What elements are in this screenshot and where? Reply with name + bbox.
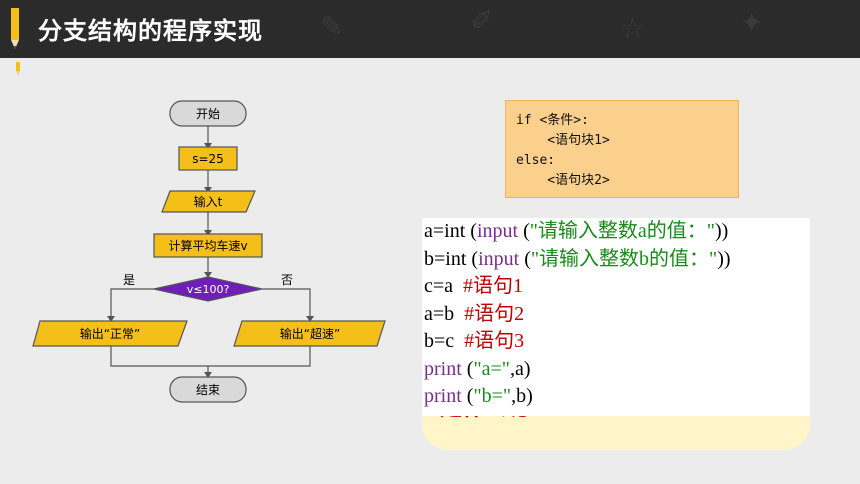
code-block: a=int (input ("请输入整数a的值：")) b=int (input… (422, 218, 810, 416)
code-line: a=int (input ("请输入整数a的值：")) (424, 220, 729, 242)
input-node (161, 190, 256, 213)
start-label: 开始 (196, 107, 220, 121)
syntax-line: <语句块1> (516, 133, 610, 148)
code-line: b=int (input ("请输入整数b的值：")) (424, 247, 731, 270)
small-pencil-icon (16, 62, 20, 76)
start-node (169, 100, 247, 127)
doodle-decoration: ✎ (320, 10, 344, 43)
end-node (169, 376, 247, 403)
output-normal-label: 输出“正常” (80, 326, 140, 341)
syntax-line: else: (516, 153, 556, 168)
calc-label: 计算平均车速v (168, 238, 247, 253)
doodle-decoration: ✐ (470, 4, 494, 37)
no-label: 否 (281, 273, 293, 287)
decision-label: v≤100? (187, 283, 230, 296)
code-line: b=c #语句3 (424, 330, 525, 352)
code-line: print ("a=",a) (424, 357, 531, 380)
syntax-box: if <条件>: <语句块1> else: <语句块2> (505, 100, 739, 198)
flowchart: 开始 s=25 输入t 计算平均车速v v≤100? 是 否 输出“正常” 输出… (32, 100, 386, 403)
output-speed-label: 输出“超速” (280, 326, 340, 341)
code-line: print ("b=",b) (424, 385, 533, 407)
syntax-line: if <条件>: (516, 113, 589, 128)
doodle-decoration: ✦ (740, 6, 764, 39)
assign-label: s=25 (192, 152, 224, 166)
input-label: 输入t (194, 194, 223, 209)
output-speed-node (233, 320, 386, 347)
end-label: 结束 (196, 383, 220, 397)
decision-node (153, 276, 263, 302)
header-bar: ✎ ✐ ☆ ✦ 分支结构的程序实现 (0, 0, 860, 58)
syntax-line: <语句块2> (516, 173, 610, 188)
code-line: c=a #语句1 (424, 275, 524, 297)
pencil-icon (11, 8, 19, 49)
page-title: 分支结构的程序实现 (38, 17, 263, 45)
output-normal-node (32, 320, 188, 347)
assign-node (178, 146, 238, 171)
code-line: a=b #语句2 (424, 302, 525, 325)
doodle-decoration: ☆ (620, 12, 646, 45)
calc-node (153, 233, 263, 258)
yes-label: 是 (123, 273, 135, 287)
